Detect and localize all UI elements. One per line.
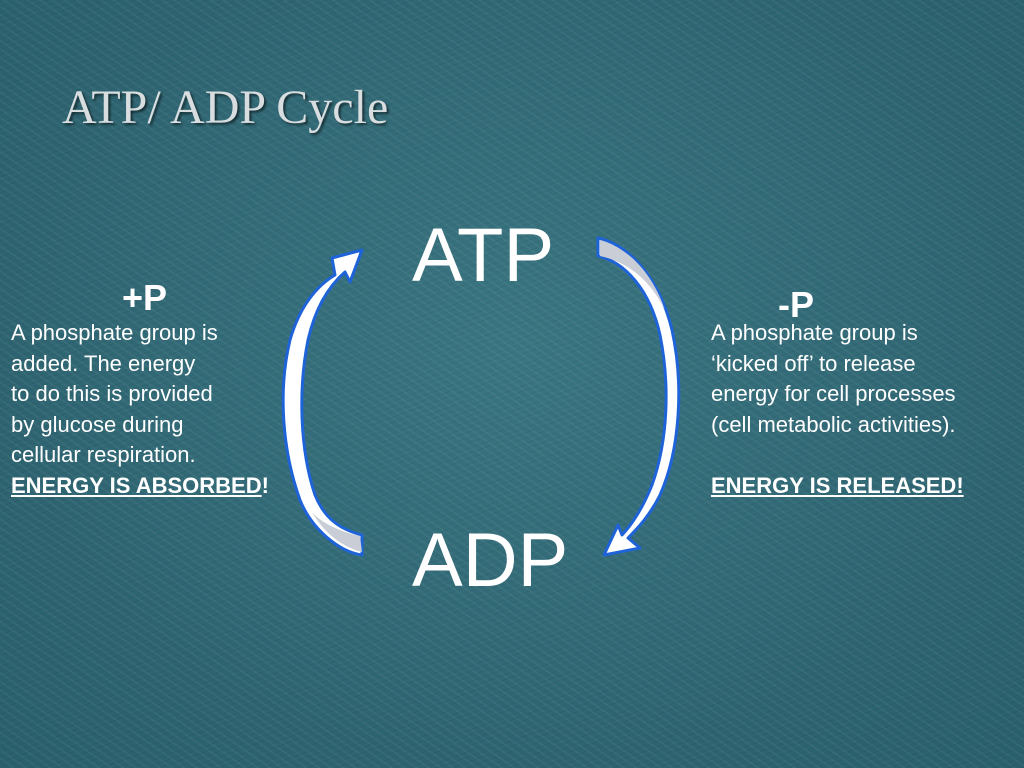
left-arrow-shade xyxy=(312,512,362,552)
remove-phosphate-symbol: -P xyxy=(778,284,814,325)
left-arrow-body xyxy=(281,248,364,557)
right-desc-line: energy for cell processes xyxy=(711,381,956,406)
right-curved-arrow xyxy=(596,236,681,557)
left-desc-line: added. The energy xyxy=(11,350,196,376)
left-curved-arrow xyxy=(281,248,364,557)
left-description: A phosphate group is added. The energy t… xyxy=(11,318,311,501)
slide-title: ATP/ ADP Cycle xyxy=(62,81,389,134)
adp-node-label: ADP xyxy=(412,518,569,603)
right-arrow-shade xyxy=(600,240,665,310)
right-arrow-body xyxy=(596,236,681,557)
left-desc-line: by glucose during xyxy=(11,411,184,437)
energy-released-text: ENERGY IS RELEASED! xyxy=(711,472,964,498)
add-phosphate-symbol: +P xyxy=(122,277,168,318)
left-desc-line: to do this is provided xyxy=(11,381,213,406)
atp-node-label: ATP xyxy=(412,213,555,298)
energy-absorbed-exclamation: ! xyxy=(261,472,269,498)
left-desc-line: A phosphate group is xyxy=(11,320,218,345)
energy-absorbed-text: ENERGY IS ABSORBED xyxy=(11,472,262,498)
right-desc-line: (cell metabolic activities). xyxy=(711,411,956,437)
left-desc-line: cellular respiration. xyxy=(11,442,196,467)
left-emphasis-row: ENERGY IS ABSORBED! xyxy=(11,473,269,498)
right-description: A phosphate group is ‘kicked off’ to rel… xyxy=(711,318,1016,501)
right-desc-line: A phosphate group is xyxy=(711,320,918,345)
right-desc-line: ‘kicked off’ to release xyxy=(711,350,916,376)
